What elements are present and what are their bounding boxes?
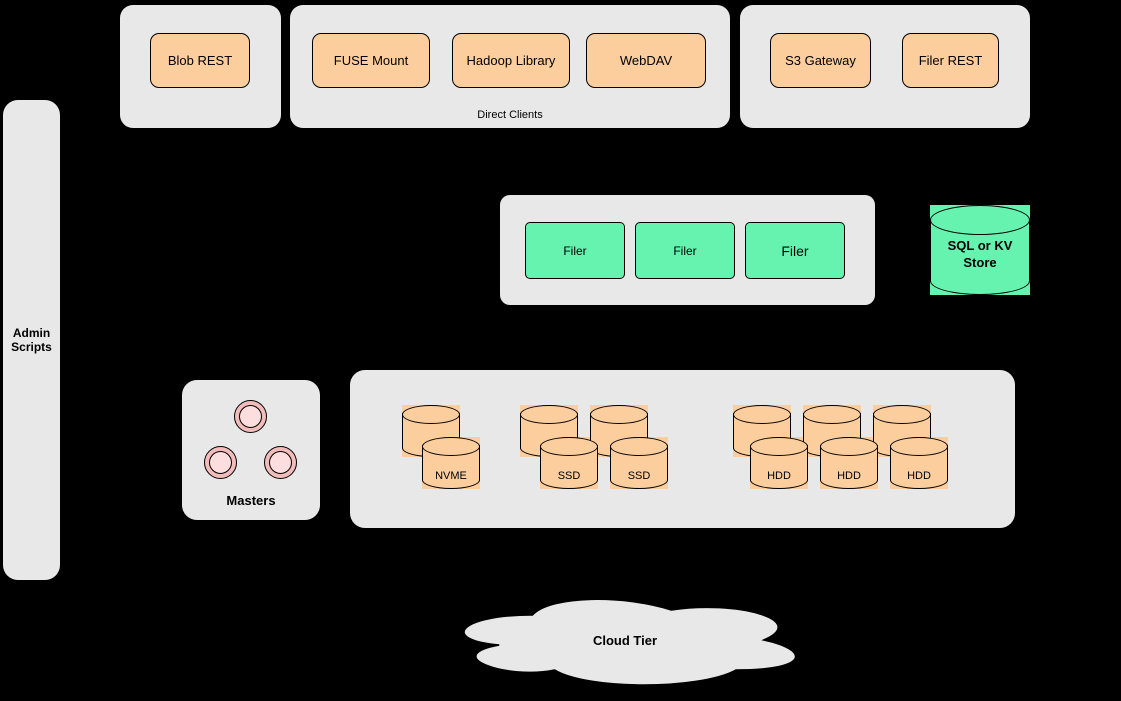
direct-clients-group: FUSE Mount Hadoop Library WebDAV Direct … xyxy=(290,5,730,128)
blob-rest-label: Blob REST xyxy=(167,53,233,68)
sql-kv-store-cylinder: SQL or KV Store xyxy=(930,205,1030,295)
sql-kv-store-label: SQL or KV Store xyxy=(947,238,1013,270)
webdav-node: WebDAV xyxy=(586,33,706,88)
nvme-label: NVME xyxy=(435,470,467,482)
hadoop-library-node: Hadoop Library xyxy=(452,33,570,88)
filer-label-1: Filer xyxy=(563,243,587,258)
admin-scripts-label: Admin Scripts xyxy=(11,325,52,354)
direct-clients-label: Direct Clients xyxy=(477,109,543,121)
webdav-label: WebDAV xyxy=(619,53,673,68)
filer-node-1: Filer xyxy=(525,222,625,279)
filer-label-3: Filer xyxy=(781,242,809,259)
filer-node-3: Filer xyxy=(745,222,845,279)
filer-rest-label: Filer REST xyxy=(918,53,983,68)
s3-gateway-node: S3 Gateway xyxy=(770,33,871,88)
hdd-label-2: HDD xyxy=(837,470,861,482)
cloud-icon xyxy=(463,598,797,686)
hdd-label-1: HDD xyxy=(767,470,791,482)
master-node-icon xyxy=(264,446,297,479)
s3-gateway-label: S3 Gateway xyxy=(785,53,856,68)
gateway-group: S3 Gateway Filer REST xyxy=(740,5,1030,128)
ssd-cylinder-2: SSD xyxy=(610,437,668,489)
cloud-tier-label: Cloud Tier xyxy=(592,633,658,648)
blob-rest-group: Blob REST xyxy=(120,5,281,128)
master-node-icon xyxy=(204,446,237,479)
volume-servers-group: NVME SSD SSD HDD HDD HDD xyxy=(350,370,1015,528)
ssd-label-2: SSD xyxy=(627,470,651,482)
filer-label-2: Filer xyxy=(673,243,697,258)
hadoop-library-label: Hadoop Library xyxy=(466,53,556,68)
filer-node-2: Filer xyxy=(635,222,735,279)
master-node-icon xyxy=(234,400,267,433)
nvme-cylinder: NVME xyxy=(422,437,480,489)
masters-group: Masters xyxy=(182,380,320,520)
drive-cylinder-back xyxy=(803,405,861,457)
ssd-cylinder-1: SSD xyxy=(540,437,598,489)
fuse-mount-label: FUSE Mount xyxy=(333,53,409,68)
filer-rest-node: Filer REST xyxy=(902,33,999,88)
fuse-mount-node: FUSE Mount xyxy=(312,33,430,88)
filer-group: Filer Filer Filer xyxy=(500,195,875,305)
ssd-label-1: SSD xyxy=(557,470,581,482)
cloud-tier-shape: Cloud Tier xyxy=(440,590,810,690)
hdd-cylinder-3: HDD xyxy=(890,437,948,489)
hdd-cylinder-1: HDD xyxy=(750,437,808,489)
hdd-cylinder-2: HDD xyxy=(820,437,878,489)
hdd-label-3: HDD xyxy=(907,470,931,482)
admin-scripts-panel: Admin Scripts xyxy=(3,100,60,580)
masters-label: Masters xyxy=(226,493,276,508)
blob-rest-node: Blob REST xyxy=(150,33,250,88)
